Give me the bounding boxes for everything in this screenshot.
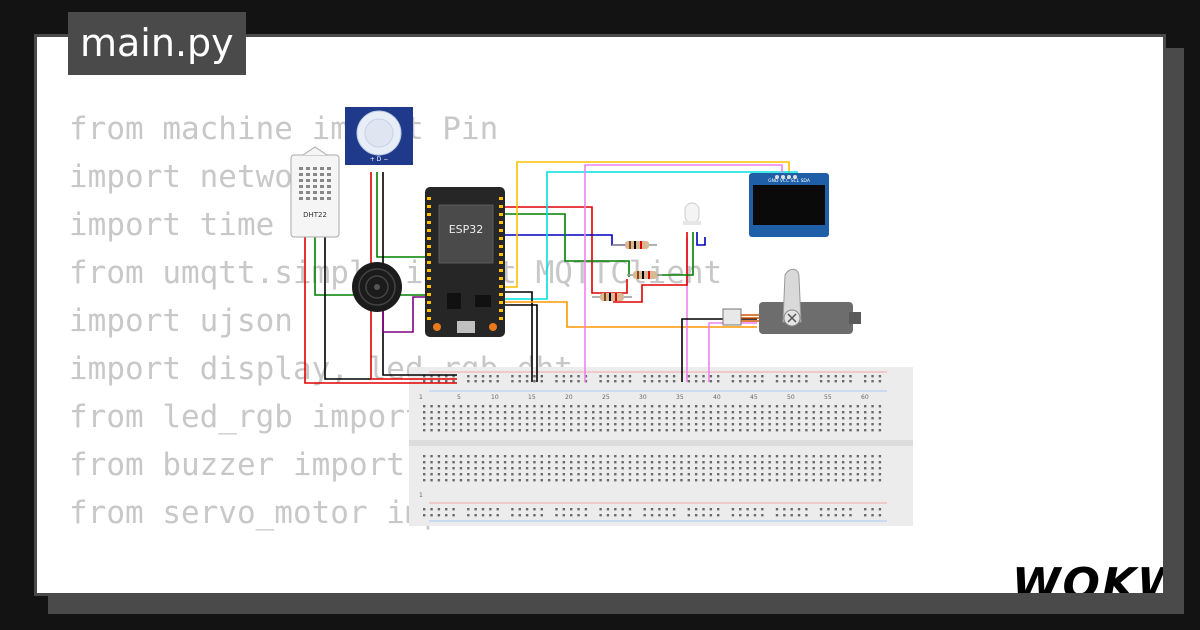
bb-col-label: 10: [491, 394, 499, 401]
file-tab-main-py[interactable]: main.py: [68, 12, 246, 75]
wire-green: [376, 172, 429, 258]
wire-orange: [503, 301, 757, 328]
wire-black: [503, 291, 533, 382]
bb-col-label: 45: [750, 394, 758, 401]
wire-violet: [584, 164, 783, 382]
wires: [304, 161, 798, 384]
oled-pins: GND VCC SCL SDA: [768, 178, 811, 184]
wire-red: [503, 206, 628, 294]
oled-display: GND VCC SCL SDA: [749, 173, 829, 237]
wire-green: [503, 213, 630, 277]
bb-col-label: 5: [457, 394, 461, 401]
resistor: [592, 293, 632, 301]
dht22-sensor: DHT22: [290, 146, 340, 238]
bb-col-label: 60: [861, 394, 869, 401]
bb-col-label: 25: [602, 394, 610, 401]
bb-col-label: 15: [528, 394, 536, 401]
bb-col-label: 40: [713, 394, 721, 401]
bb-col-label: 35: [676, 394, 684, 401]
code-line: from buzzer import: [69, 447, 405, 483]
bb-col-label: 1: [419, 492, 423, 499]
wire-green: [657, 232, 694, 276]
wire-red: [613, 232, 688, 303]
bb-col-label: 20: [565, 394, 573, 401]
wokwi-logo: WOKWi: [1012, 559, 1163, 596]
code-line: "1234": [69, 585, 722, 593]
bb-col-label: 30: [639, 394, 647, 401]
wire-red: [304, 234, 457, 384]
buzzer: [352, 262, 402, 312]
dht-label: DHT22: [303, 211, 327, 219]
code-line: from umqtt.simple import MQTTClient: [69, 255, 723, 291]
code-line: import ujson: [69, 303, 293, 339]
pir-sensor: + D −: [345, 107, 413, 165]
wire-purple: [382, 296, 429, 333]
wire-black: [324, 234, 371, 380]
wire-yellow: [503, 161, 790, 288]
wire-black: [382, 172, 457, 376]
code-line: from led_rgb import: [69, 399, 424, 435]
esp32-board: ESP32: [425, 187, 505, 337]
bb-col-label: 55: [824, 394, 832, 401]
servo-motor: [722, 268, 861, 334]
rgb-led: [683, 202, 701, 225]
wire-blue: [696, 232, 706, 246]
resistor: [627, 271, 662, 279]
esp32-label: ESP32: [449, 223, 484, 236]
resistor: [612, 241, 657, 249]
wire-black: [503, 304, 538, 382]
preview-card: from machine import Pin import network i…: [34, 34, 1166, 596]
breadboard: 1 1 5 10 15 20 25 30 35 40 45 50 55 60: [409, 367, 913, 526]
pir-pins: + D −: [370, 156, 389, 163]
wire-red: [370, 172, 457, 380]
circuit-diagram: 1 1 5 10 15 20 25 30 35 40 45 50 55 60: [290, 107, 913, 526]
bb-col-label: 1: [419, 394, 423, 401]
code-line: import time: [69, 207, 275, 243]
bb-col-label: 50: [787, 394, 795, 401]
